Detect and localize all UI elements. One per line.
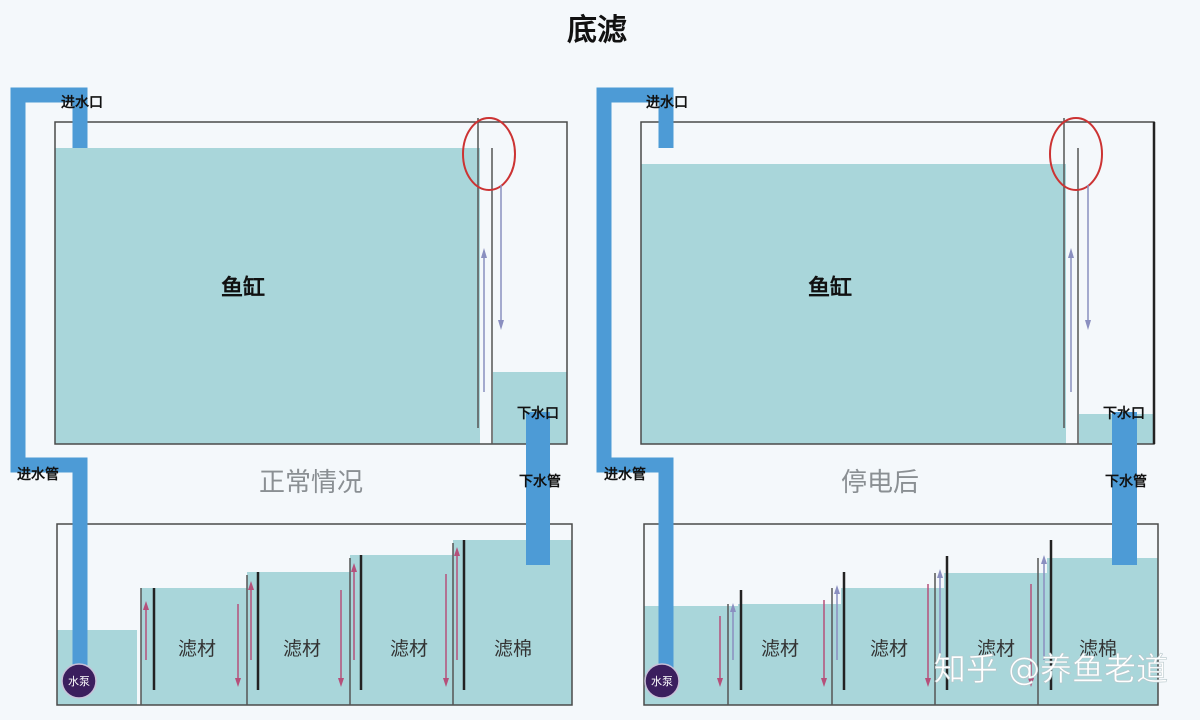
flow-arrow-down-head <box>1028 678 1034 687</box>
overflow-highlight-circle <box>462 117 516 191</box>
diagram-title: 底滤 <box>567 13 627 48</box>
flow-arrow-up-head <box>1041 555 1047 564</box>
drain-pipe <box>526 412 550 565</box>
flow-arrow-down-head <box>821 678 827 687</box>
flow-arrow-up-head <box>937 569 943 578</box>
inlet-pipe-label: 进水管 <box>604 466 646 483</box>
flow-arrow-up-head <box>351 563 357 572</box>
inlet-label: 进水口 <box>646 94 688 111</box>
sump-water <box>841 588 944 705</box>
flow-arrow-up-head <box>454 547 460 556</box>
flow-arrow-up-head <box>481 248 487 258</box>
flow-arrow-down-head <box>925 678 931 687</box>
panel-power-outage: 水泵 鱼缸 进水口 下水口 进水管 下水管 停电后 滤材 滤材 滤材 滤棉 <box>596 87 1159 706</box>
sump-label: 滤材 <box>870 638 908 660</box>
sump-label: 滤材 <box>977 638 1015 660</box>
watermark: 知乎 @养鱼老道 <box>934 650 1168 688</box>
outlet-label: 下水口 <box>517 405 559 422</box>
inlet-pipe <box>10 87 88 676</box>
inlet-pipe-label: 进水管 <box>17 466 59 483</box>
inlet-label: 进水口 <box>61 94 103 111</box>
sump-water <box>453 540 572 705</box>
panel-caption: 停电后 <box>841 468 919 498</box>
inlet-pipe <box>596 87 674 676</box>
flow-arrow-down-head <box>717 678 723 687</box>
sump-water <box>247 572 350 705</box>
flow-arrow-down-head <box>235 678 241 687</box>
tank-label: 鱼缸 <box>221 275 265 301</box>
flow-arrow-up-head <box>730 603 736 612</box>
flow-arrow-up-head <box>834 585 840 594</box>
flow-arrow-up-head <box>143 601 149 610</box>
overflow-highlight-circle <box>1049 117 1103 191</box>
drain-pipe-label: 下水管 <box>1105 473 1147 490</box>
sump-label: 滤材 <box>283 638 321 660</box>
flow-arrow-up-head <box>248 581 254 590</box>
drain-pipe <box>1112 412 1137 565</box>
fish-tank <box>54 121 568 445</box>
sump-label: 滤棉 <box>1079 638 1117 660</box>
drain-pipe-label: 下水管 <box>519 473 561 490</box>
sump-label: 滤材 <box>178 638 216 660</box>
flow-arrow-down-head <box>1085 320 1091 330</box>
sump-label: 滤材 <box>761 638 799 660</box>
sump-water <box>350 555 453 705</box>
pump-label: 水泵 <box>651 675 673 688</box>
tank-water <box>55 148 480 444</box>
sump-tank <box>643 523 1159 706</box>
sump-label: 滤材 <box>390 638 428 660</box>
sump-water <box>1047 558 1158 705</box>
outlet-label: 下水口 <box>1103 405 1145 422</box>
flow-arrow-down-head <box>498 320 504 330</box>
sump-label: 滤棉 <box>494 638 532 660</box>
tank-water <box>641 164 1066 444</box>
panel-caption: 正常情况 <box>259 468 363 498</box>
sump-tank <box>56 523 573 706</box>
sump-water <box>141 588 247 705</box>
panel-normal: 水泵 鱼缸 进水口 下水口 进水管 下水管 正常情况 滤材 滤材 滤材 滤棉 <box>10 87 573 706</box>
flow-arrow-down-head <box>338 678 344 687</box>
tank-label: 鱼缸 <box>808 275 852 301</box>
water-pump <box>644 663 680 699</box>
flow-arrow-up-head <box>1068 248 1074 258</box>
pump-label: 水泵 <box>68 675 90 688</box>
water-pump <box>61 663 97 699</box>
flow-arrow-down-head <box>443 678 449 687</box>
